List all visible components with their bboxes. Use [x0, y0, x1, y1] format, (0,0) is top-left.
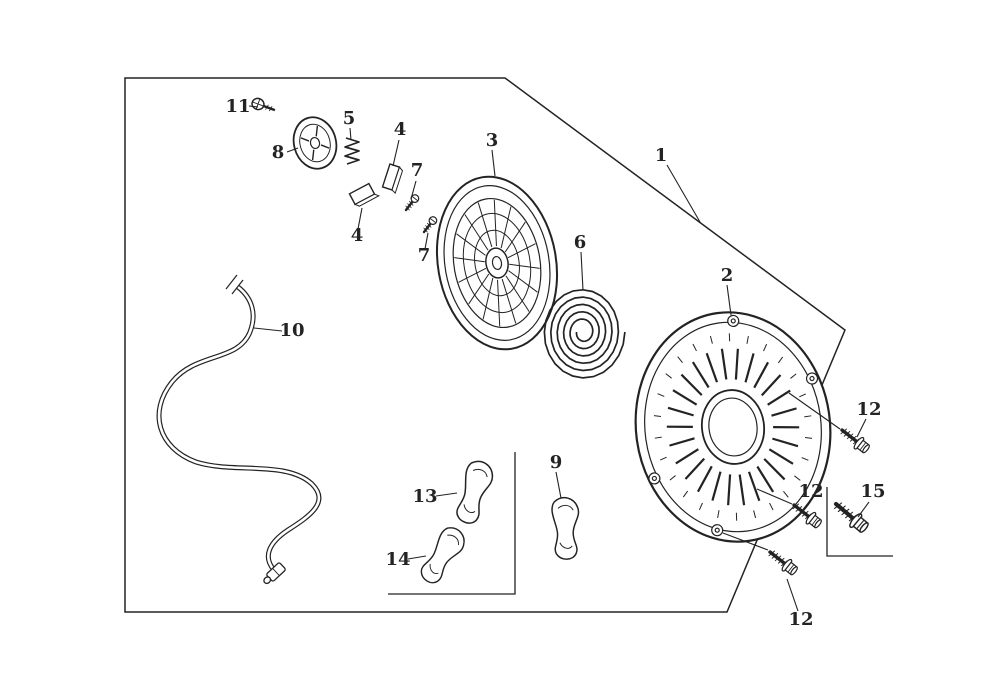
part-label-2: 2: [721, 265, 734, 286]
part-11-screw: [251, 97, 276, 112]
leader-line: [392, 139, 400, 167]
leader-line: [756, 488, 793, 505]
leader-line: [857, 501, 870, 518]
part-12-flange-bolt-a: [835, 422, 874, 458]
part-label-5: 5: [343, 108, 356, 129]
part-label-4b: 4: [351, 225, 364, 246]
part-12-flange-bolt-c: [763, 544, 802, 580]
leader-line: [424, 232, 429, 250]
leader-line: [786, 578, 799, 612]
leader-line: [788, 392, 841, 430]
rope-handle-ferrule: [263, 562, 286, 585]
part-label-13: 13: [412, 486, 437, 507]
part-9-ratchet-guide: [547, 495, 586, 562]
part-3-starter-pulley: [435, 175, 559, 351]
part-label-12b: 12: [798, 481, 823, 502]
part-label-12a: 12: [856, 399, 881, 420]
leader-line: [407, 555, 427, 560]
part-8-friction-plate: [292, 116, 338, 170]
part-label-4a: 4: [394, 119, 407, 140]
leader-line: [555, 471, 562, 499]
leader-line: [410, 180, 417, 200]
leader-line: [580, 251, 584, 291]
part-label-1: 1: [655, 145, 668, 166]
part-label-9: 9: [550, 452, 563, 473]
part-13-friction-ratchet: [454, 458, 496, 527]
part-10-starter-rope: [156, 274, 322, 585]
part-label-7b: 7: [418, 245, 431, 266]
part-4-ratchet-plate-b: [348, 182, 381, 207]
part-label-11: 11: [225, 96, 250, 117]
leader-line: [856, 418, 867, 438]
bracket-part-15: [826, 487, 893, 557]
leader-line: [666, 164, 701, 223]
leader-line: [722, 532, 769, 551]
part-5-friction-spring: [344, 137, 360, 165]
part-label-3: 3: [486, 130, 499, 151]
leader-line: [357, 207, 363, 230]
part-label-12c: 12: [788, 609, 813, 630]
part-label-10: 10: [279, 320, 304, 341]
leader-line: [248, 105, 259, 108]
part-7-screw-b: [419, 214, 440, 236]
part-label-15: 15: [860, 481, 885, 502]
leader-line: [726, 284, 732, 316]
part-label-6: 6: [574, 232, 587, 253]
part-2-recoil-starter-cover: [634, 311, 832, 543]
part-label-14: 14: [385, 549, 410, 570]
part-6-recoil-spiral-spring: [543, 288, 626, 379]
part-4-ratchet-plate-a: [381, 163, 404, 195]
part-15-flange-bolt: [831, 498, 871, 536]
part-label-8: 8: [272, 142, 285, 163]
leader-line: [286, 147, 299, 153]
leader-line: [349, 127, 352, 141]
leader-line: [491, 149, 496, 177]
part-label-7a: 7: [411, 160, 424, 181]
leader-line: [800, 501, 810, 513]
leader-line: [435, 492, 458, 497]
leader-line: [253, 327, 283, 332]
bracket-parts-13-14: [388, 452, 516, 595]
cover-bolt-bosses: [648, 314, 819, 537]
leader-lines: [248, 105, 870, 612]
